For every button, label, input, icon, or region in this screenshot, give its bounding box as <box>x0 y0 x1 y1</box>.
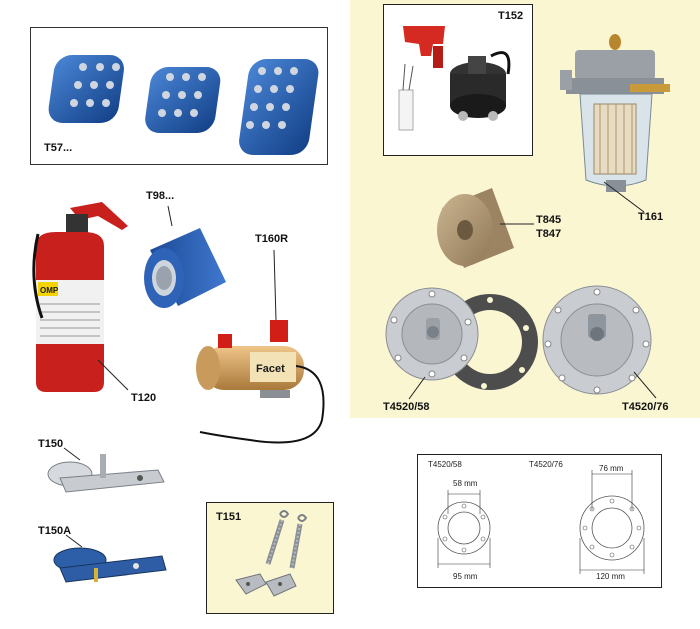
heat-wrap-roll-illustration <box>437 188 514 268</box>
dimension-right-outer: 120 mm <box>596 572 625 581</box>
hood-pin-chrome-illustration <box>47 454 165 493</box>
battery-switch-illustration <box>398 26 511 131</box>
leader-t120 <box>97 359 129 391</box>
fuel-regulator-illustration <box>560 34 670 192</box>
pump-brand-text: Facet <box>256 363 285 375</box>
filler-cap-small-illustration <box>385 287 538 390</box>
pedal-small-middle <box>145 67 221 133</box>
label-t4520-76: T4520/76 <box>622 401 669 413</box>
dimension-right-inner: 76 mm <box>599 464 624 473</box>
label-t161: T161 <box>638 211 664 223</box>
leader-t845 <box>500 223 534 225</box>
leader-t98 <box>167 205 173 227</box>
leader-t4520-58 <box>408 376 426 400</box>
label-t151: T151 <box>216 511 242 523</box>
label-t152: T152 <box>498 10 524 22</box>
leader-t150a <box>65 534 83 548</box>
drawing-title-left: T4520/58 <box>428 460 462 469</box>
dimension-left-outer: 95 mm <box>453 572 478 581</box>
drawing-title-right: T4520/76 <box>529 460 563 469</box>
hood-pin-blue-illustration <box>53 547 167 583</box>
label-t847: T847 <box>536 228 562 240</box>
dimension-drawing-box <box>417 454 662 588</box>
label-t150: T150 <box>38 438 64 450</box>
label-t98: T98... <box>146 190 175 202</box>
label-t845: T845 <box>536 214 562 226</box>
fire-extinguisher-illustration: OMP <box>32 202 128 392</box>
label-t120: T120 <box>131 392 157 404</box>
tape-roll-illustration <box>144 228 226 308</box>
filler-cap-large-illustration <box>542 285 652 395</box>
label-t57: T57... <box>44 142 73 154</box>
fuel-pump-illustration: Facet <box>196 320 325 444</box>
leader-t161 <box>603 181 645 213</box>
leader-t4520-76 <box>633 371 657 399</box>
label-t160r: T160R <box>255 233 289 245</box>
dimension-drawing-svg <box>437 470 645 574</box>
pedal-large-right <box>239 59 319 155</box>
leader-t160r <box>273 249 277 321</box>
dimension-left-inner: 58 mm <box>453 479 478 488</box>
label-t150a: T150A <box>38 525 72 537</box>
pedal-pads-illustration <box>48 55 319 155</box>
pedal-small-left <box>48 55 124 123</box>
label-t4520-58: T4520/58 <box>383 401 430 413</box>
extinguisher-brand-text: OMP <box>40 286 59 295</box>
leader-t150 <box>63 447 81 461</box>
springs-illustration <box>235 510 308 597</box>
